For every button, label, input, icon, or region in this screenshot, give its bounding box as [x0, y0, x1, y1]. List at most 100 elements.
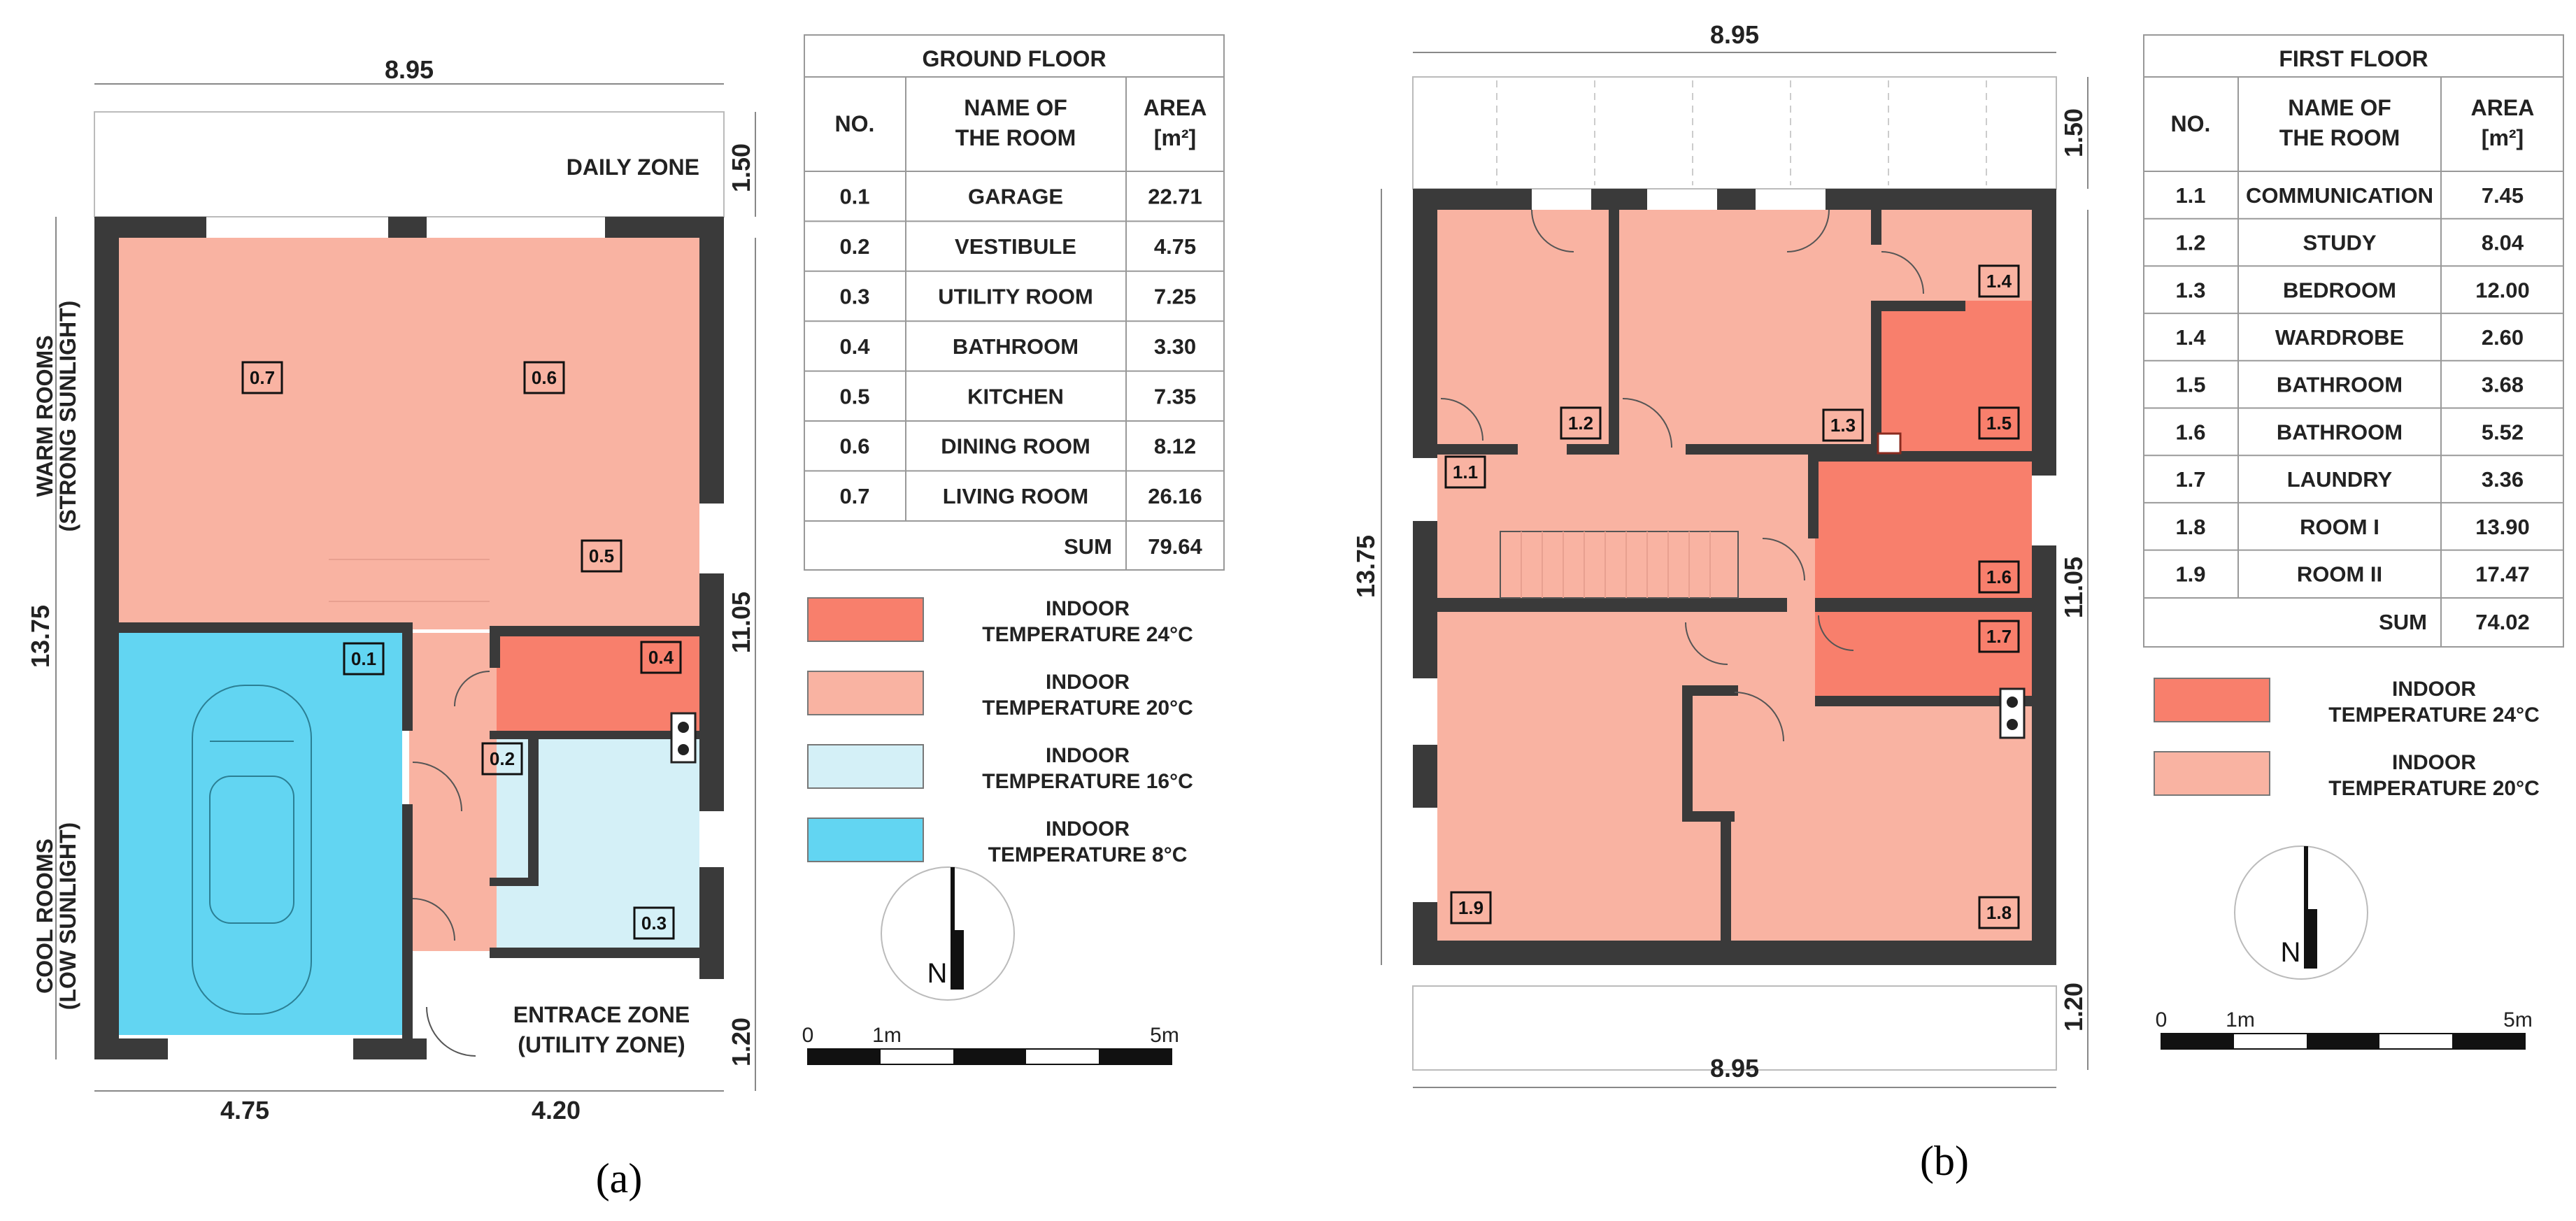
legend-line1: INDOOR — [1046, 817, 1130, 841]
room-tag-box — [1822, 408, 1864, 442]
table-a-col-area-2: [m²] — [1154, 125, 1196, 150]
north-arrow-b: N — [2234, 845, 2368, 980]
table-b-sum-label: SUM — [2379, 610, 2427, 634]
table-cell-name: STUDY — [2303, 231, 2376, 255]
zone-entrance-line1: ENTRACE ZONE — [513, 1002, 690, 1027]
legend-swatch — [807, 671, 924, 715]
room-fill-0.4 — [497, 636, 699, 731]
table-cell-no: 1.3 — [2175, 278, 2205, 302]
room-tag-box — [481, 742, 523, 776]
table-cell-no: 1.4 — [2175, 325, 2206, 350]
table-a-col-name-2: THE ROOM — [955, 125, 1076, 150]
car-icon — [192, 685, 312, 1015]
table-cell-no: 1.1 — [2175, 183, 2205, 208]
scale-a-mid: 1m — [872, 1024, 902, 1047]
room-fill-1.6 — [1815, 455, 2032, 598]
table-cell-no: 1.9 — [2175, 562, 2205, 586]
table-b-sum-value: 74.02 — [2475, 610, 2530, 634]
table-cell-area: 7.25 — [1154, 285, 1196, 309]
room-fill-0.3 — [497, 738, 699, 955]
table-cell-area: 26.16 — [1148, 484, 1202, 508]
dim-top-a: 8.95 — [385, 55, 434, 84]
ground-floor-room-tags: 0.10.20.30.40.50.60.7 — [241, 361, 682, 940]
table-cell-name: BEDROOM — [2283, 278, 2396, 302]
room-tag-box — [1978, 620, 2020, 653]
table-cell-no: 1.7 — [2175, 467, 2205, 492]
table-cell-area: 12.00 — [2475, 278, 2530, 302]
dim-top-b: 8.95 — [1710, 20, 1759, 49]
table-b-col-area-2: [m²] — [2482, 125, 2524, 150]
caption-a: (a) — [596, 1155, 643, 1201]
table-cell-no: 1.5 — [2175, 373, 2205, 397]
table-cell-name: BATHROOM — [2277, 373, 2403, 397]
room-tag-box — [1560, 406, 1602, 440]
scale-a-end: 5m — [1150, 1024, 1179, 1047]
table-a-col-no: NO. — [835, 111, 875, 136]
table-cell-area: 17.47 — [2475, 562, 2530, 586]
table-cell-no: 0.5 — [839, 384, 869, 408]
ground-floor-dimension-lines — [55, 83, 756, 1092]
room-tag-box — [1978, 896, 2020, 929]
ground-floor-plan: 0.10.20.30.40.50.60.7 8.95 1.50 13.75 11… — [26, 55, 756, 1124]
room-fill-0.5-0.6-0.7 — [119, 238, 699, 629]
table-cell-area: 7.35 — [1154, 384, 1196, 408]
legend-line2: TEMPERATURE 24°C — [2328, 704, 2539, 727]
first-floor-door-arcs — [1440, 209, 1924, 742]
scale-bar-b: 0 1m 5m — [2156, 1008, 2533, 1050]
scale-a-zero: 0 — [802, 1024, 814, 1047]
legend-swatch — [2154, 751, 2270, 796]
room-tag-label: 1.3 — [1830, 415, 1856, 436]
ground-floor-table: GROUND FLOOR NO. NAME OF THE ROOM AREA [… — [804, 34, 1225, 571]
table-cell-name: LAUNDRY — [2287, 467, 2393, 492]
room-tag-label: 0.1 — [351, 648, 376, 669]
legend-line2: TEMPERATURE 16°C — [982, 770, 1193, 793]
legend-line1: INDOOR — [1046, 597, 1130, 620]
legend-line2: TEMPERATURE 8°C — [988, 843, 1188, 866]
legend-line1: INDOOR — [1046, 671, 1130, 694]
table-cell-area: 5.52 — [2482, 420, 2524, 444]
table-a-col-name-1: NAME OF — [964, 95, 1067, 120]
lower-terrace-outline — [1412, 985, 2057, 1071]
scale-b-end: 5m — [2503, 1008, 2533, 1031]
legend-swatch — [2154, 678, 2270, 722]
room-tag-box — [1978, 406, 2020, 440]
dim-left-b: 13.75 — [1351, 535, 1380, 598]
table-b-col-name-1: NAME OF — [2288, 95, 2391, 120]
table-cell-name: ROOM II — [2297, 562, 2382, 586]
zone-cool-line2: (LOW SUNLIGHT) — [55, 822, 80, 1010]
stove-icon — [670, 712, 697, 764]
room-fill-1.5 — [1881, 301, 2032, 451]
table-cell-name: KITCHEN — [967, 384, 1064, 408]
table-cell-no: 0.6 — [839, 434, 869, 459]
scale-bar-a: 0 1m 5m — [802, 1024, 1179, 1065]
table-cell-no: 1.6 — [2175, 420, 2205, 444]
legend-swatch — [807, 744, 924, 789]
zone-entrance-line2: (UTILITY ZONE) — [518, 1032, 685, 1057]
table-cell-no: 0.4 — [839, 334, 870, 359]
caption-b: (b) — [1920, 1138, 1969, 1184]
room-tag-box — [1978, 560, 2020, 594]
first-floor-dimension-lines — [1381, 52, 2088, 1088]
legend-swatch — [807, 597, 924, 642]
stair-lines — [329, 559, 490, 602]
table-cell-no: 1.2 — [2175, 231, 2205, 255]
table-cell-name: BATHROOM — [953, 334, 1079, 359]
room-tag-box — [1444, 455, 1486, 489]
table-cell-name: UTILITY ROOM — [938, 285, 1093, 309]
legend-line2: TEMPERATURE 24°C — [982, 623, 1193, 646]
table-cell-no: 0.3 — [839, 285, 869, 309]
dim-bottom-left-a: 4.75 — [220, 1096, 269, 1124]
table-cell-no: 0.1 — [839, 185, 869, 209]
dim-right-top-a: 1.50 — [727, 143, 755, 192]
zone-cool-line1: COOL ROOMS — [32, 838, 57, 994]
room-fill-0.1 — [119, 633, 402, 1035]
balcony-dashes — [1496, 80, 1987, 185]
dim-right-bottom-a: 1.20 — [727, 1017, 755, 1066]
stairs — [1500, 531, 1739, 599]
scale-b-mid: 1m — [2226, 1008, 2255, 1031]
